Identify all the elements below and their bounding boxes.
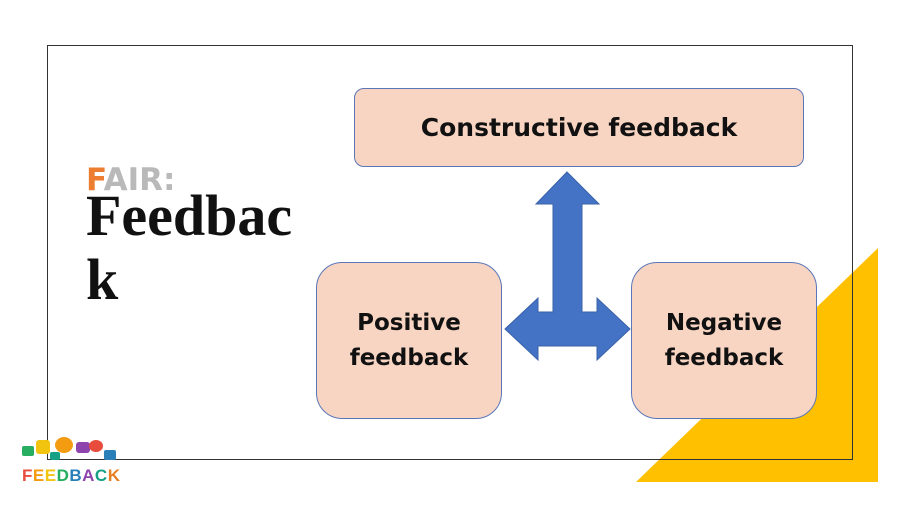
logo-letter: E (44, 466, 57, 485)
slide-title: Feedback (86, 183, 293, 312)
logo-letter: C (94, 466, 108, 485)
constructive-feedback-box: Constructive feedback (354, 88, 804, 167)
negative-feedback-label-line1: Negative (665, 309, 783, 336)
slide-frame (47, 45, 853, 460)
positive-feedback-label-line1: Positive (357, 309, 461, 336)
logo-letter: K (107, 466, 121, 485)
title-prefix-rest: AIR: (103, 162, 176, 198)
title-prefix: FAIR: (86, 162, 175, 198)
positive-feedback-label-line2: feedback (349, 344, 469, 371)
constructive-feedback-label: Constructive feedback (420, 113, 738, 142)
negative-feedback-box: Negative feedback (631, 262, 817, 419)
positive-feedback-box: Positive feedback (316, 262, 502, 419)
feedback-logo-text: FEEDBACK (22, 466, 120, 486)
negative-feedback-label-line2: feedback (664, 344, 784, 371)
logo-letter: E (32, 466, 45, 485)
feedback-logo-bubbles-icon (22, 437, 116, 460)
title-prefix-f: F (86, 162, 104, 198)
logo-letter: F (22, 466, 33, 485)
logo-letter: B (69, 466, 83, 485)
logo-letter: D (56, 466, 70, 485)
logo-letter: A (82, 466, 95, 485)
